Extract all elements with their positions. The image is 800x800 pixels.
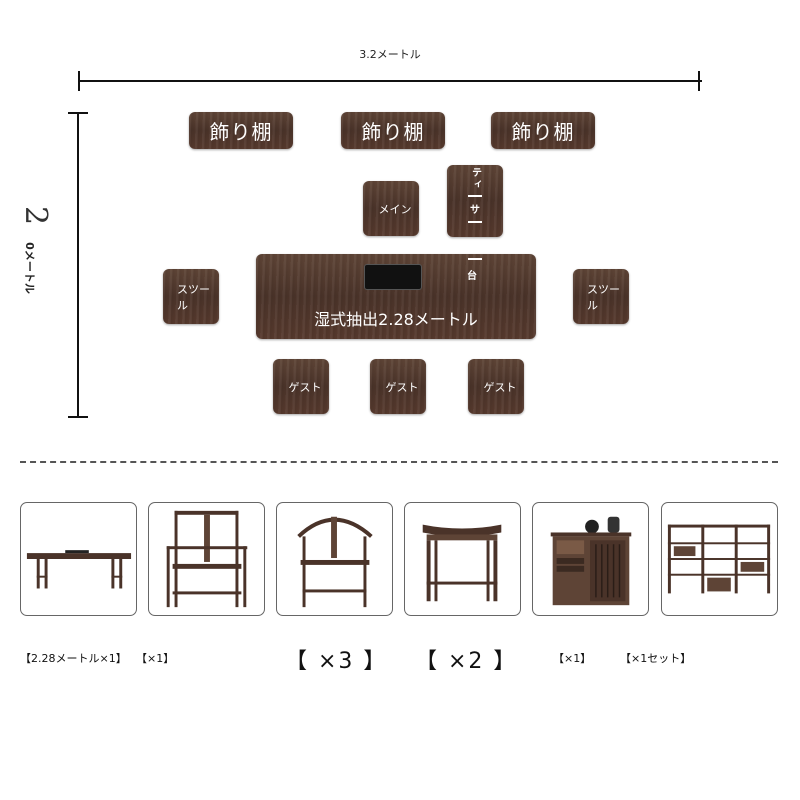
- stool-label: スツール: [587, 282, 620, 312]
- main-seat-label: メイン: [378, 202, 412, 216]
- display-shelf-3[interactable]: 飾り棚: [491, 112, 595, 149]
- width-dimension: 3.2メートル: [78, 40, 702, 91]
- stool-left[interactable]: スツール: [163, 269, 219, 324]
- shelf-label: 飾り棚: [209, 120, 273, 144]
- tea-cart[interactable]: ティ サ: [447, 165, 503, 237]
- tea-cart-dash-2: [468, 221, 482, 223]
- product-card-armchair[interactable]: [148, 502, 265, 616]
- tea-cart-label-mid: サ: [470, 205, 480, 216]
- tea-cart-dash-1: [468, 195, 482, 197]
- side-cabinet-icon: [550, 516, 632, 606]
- display-shelf-icon: [667, 524, 771, 594]
- armchair-icon: [166, 510, 248, 608]
- table-inset-tray: [364, 264, 422, 290]
- stool-right[interactable]: スツール: [573, 269, 629, 324]
- width-tick-right: [698, 71, 700, 91]
- display-shelf-1[interactable]: 飾り棚: [189, 112, 293, 149]
- shelf-label: 飾り棚: [511, 120, 575, 144]
- table-label: 湿式抽出2.28メートル: [314, 310, 478, 329]
- height-label-digit: 2: [18, 205, 54, 226]
- product-card-stool[interactable]: [404, 502, 521, 616]
- product-card-tea-table[interactable]: [20, 502, 137, 616]
- display-shelf-2[interactable]: 飾り棚: [341, 112, 445, 149]
- guest-label: ゲスト: [288, 380, 322, 394]
- width-tick-left: [78, 71, 80, 91]
- width-label: 3.2メートル: [359, 48, 421, 61]
- round-chair-icon: [297, 516, 373, 608]
- height-tick-bottom: [68, 416, 88, 418]
- qty-display-shelf: 【×1セット】: [620, 652, 692, 665]
- stool-icon: [422, 524, 502, 602]
- product-card-side-cabinet[interactable]: [532, 502, 649, 616]
- height-dimension: 2 0メートル: [18, 112, 95, 420]
- product-card-display-shelf[interactable]: [661, 502, 778, 616]
- guest-seat-1[interactable]: ゲスト: [273, 359, 329, 414]
- main-seat[interactable]: メイン: [363, 181, 419, 236]
- height-line: [77, 112, 79, 418]
- guest-seat-3[interactable]: ゲスト: [468, 359, 524, 414]
- tea-cart-label-bottom: 台: [467, 271, 477, 282]
- width-line: [78, 80, 702, 82]
- height-label-rest: 0メートル: [22, 242, 36, 294]
- qty-stool: 【 ×2 】: [415, 649, 518, 674]
- guest-label: ゲスト: [483, 380, 517, 394]
- product-card-round-chair[interactable]: [276, 502, 393, 616]
- qty-armchair: 【×1】: [136, 652, 175, 665]
- qty-tea-table: 【2.28メートル×1】: [20, 652, 127, 665]
- tea-table[interactable]: 湿式抽出2.28メートル 台: [256, 254, 536, 339]
- tea-table-icon: [26, 550, 132, 589]
- tea-cart-label-top: ティ: [469, 167, 481, 191]
- tea-cart-dash-3: [468, 258, 482, 260]
- stool-label: スツール: [177, 282, 210, 312]
- shelf-label: 飾り棚: [361, 120, 425, 144]
- section-divider: [20, 461, 778, 463]
- height-tick-top: [68, 112, 88, 114]
- qty-round-chair: 【 ×3 】: [285, 649, 388, 674]
- guest-seat-2[interactable]: ゲスト: [370, 359, 426, 414]
- guest-label: ゲスト: [385, 380, 419, 394]
- qty-side-cabinet: 【×1】: [553, 652, 592, 665]
